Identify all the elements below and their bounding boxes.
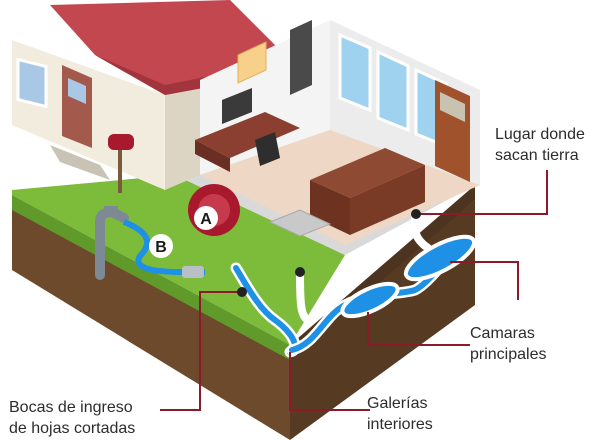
leader-inner-galleries — [289, 352, 370, 411]
point-soil-exit — [411, 209, 421, 219]
house-side-wall — [165, 80, 200, 190]
mailbox — [108, 134, 134, 150]
leader-main-chambers-2 — [367, 312, 470, 346]
callout-inner-galleries-line-2: interiores — [367, 416, 433, 433]
door-pane — [68, 78, 86, 104]
chamber-lower — [340, 281, 400, 319]
sofa-right — [350, 165, 425, 235]
room-door — [290, 20, 312, 95]
faucet-pipe — [95, 206, 129, 280]
leader-leaf-entrances — [160, 291, 242, 411]
front-steps — [50, 145, 110, 180]
soil-front-face — [12, 205, 290, 440]
house-door — [62, 65, 92, 148]
bookshelf-books — [440, 92, 465, 122]
marker-b-circle — [149, 234, 173, 258]
point-leaf-entrance — [237, 287, 247, 297]
callout-main-chambers-line-2: principales — [470, 346, 547, 363]
faucet-group — [95, 206, 205, 280]
marker-a-label: A — [200, 211, 212, 228]
marker-b: B — [149, 234, 173, 258]
tunnel-system — [230, 210, 477, 358]
window-2 — [376, 49, 410, 133]
window-1 — [338, 32, 372, 113]
desk-top — [195, 112, 300, 158]
callout-soil-removal-line-1: Lugar donde — [495, 126, 585, 143]
callout-soil-removal: Lugar donde sacan tierra — [495, 124, 585, 166]
sofa-back — [310, 148, 425, 198]
chamber-upper — [403, 234, 477, 282]
callout-leaders — [160, 170, 548, 411]
marker-a: A — [194, 206, 218, 230]
wall-picture — [237, 41, 267, 84]
callout-leaf-entrances-line-2: de hojas cortadas — [9, 420, 136, 437]
room-interior — [195, 20, 480, 245]
callout-inner-galleries-line-1: Galerías — [367, 395, 428, 412]
callout-leaf-entrances-line-1: Bocas de ingreso — [9, 399, 133, 416]
mailbox-post — [118, 148, 122, 193]
marker-a-circle — [194, 206, 218, 230]
coffee-table — [268, 209, 332, 237]
sofa-front — [310, 180, 350, 235]
office-chair — [255, 132, 280, 166]
faucet-handle — [104, 206, 118, 212]
callout-leaf-entrances: Bocas de ingreso de hojas cortadas — [9, 397, 135, 439]
callout-inner-galleries: Galerías interiores — [367, 393, 433, 435]
house-window — [16, 57, 48, 109]
callout-soil-removal-line-2: sacan tierra — [495, 147, 579, 164]
desk-front — [195, 140, 230, 172]
callout-main-chambers: Camaras principales — [470, 323, 546, 365]
blue-hose — [122, 219, 205, 275]
leader-main-chambers — [450, 261, 519, 300]
marker-b-label: B — [155, 239, 167, 256]
leader-soil-removal — [416, 170, 548, 215]
monitor — [222, 88, 252, 124]
callout-main-chambers-line-1: Camaras — [470, 325, 535, 342]
point-gallery — [295, 267, 305, 277]
hose-nozzle — [182, 266, 204, 278]
tunnel-central — [296, 268, 339, 325]
grass-edge — [12, 195, 290, 360]
